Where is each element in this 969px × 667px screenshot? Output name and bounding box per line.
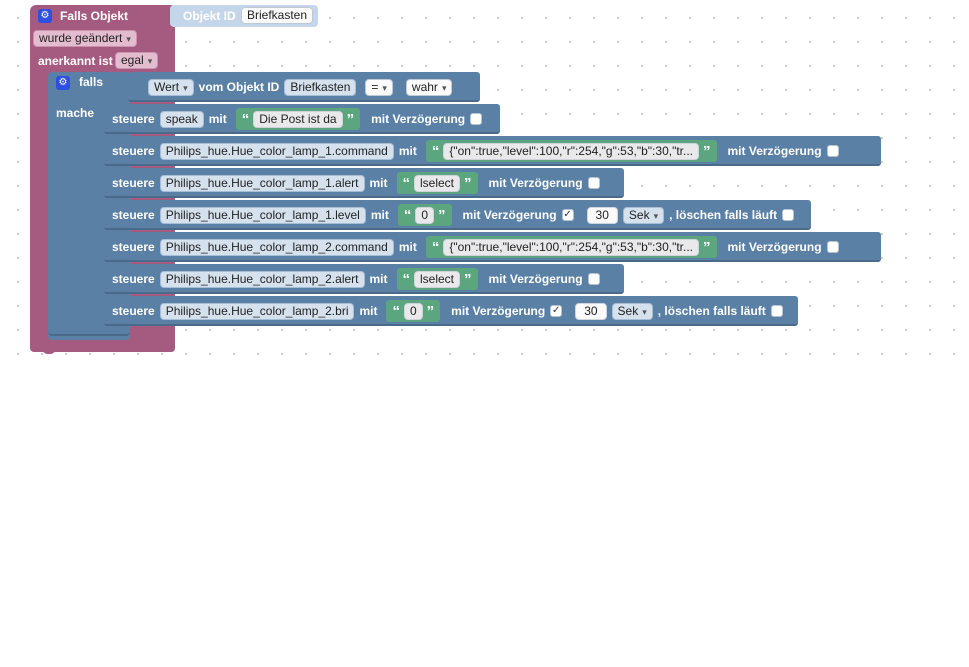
delay-checkbox[interactable] — [587, 177, 600, 189]
text-value-field[interactable]: lselect — [414, 174, 461, 192]
text-value-field[interactable]: {"on":true,"level":100,"r":254,"g":53,"b… — [443, 238, 700, 256]
text-value-block[interactable]: “ 0 ” — [397, 204, 452, 226]
text-value-block[interactable]: “ Die Post ist da ” — [235, 108, 361, 130]
text-value-field[interactable]: 0 — [415, 206, 435, 224]
close-quote-icon: ” — [346, 110, 355, 128]
open-quote-icon: “ — [431, 238, 440, 256]
mit-label: mit — [369, 176, 388, 190]
action-object-field[interactable]: speak — [159, 110, 204, 128]
trigger-title: Falls Objekt — [60, 9, 129, 23]
mit-label: mit — [398, 144, 417, 158]
mit-verzoegerung-label: mit Verzögerung — [727, 240, 822, 254]
open-quote-icon: “ — [402, 270, 411, 288]
mit-verzoegerung-label: mit Verzögerung — [727, 144, 822, 158]
steuere-label: steuere — [112, 272, 155, 286]
text-value-block[interactable]: “ lselect ” — [396, 172, 478, 194]
text-value-block[interactable]: “ 0 ” — [386, 300, 441, 322]
mit-label: mit — [398, 240, 417, 254]
delay-checkbox[interactable] — [470, 113, 483, 125]
close-quote-icon: ” — [703, 238, 711, 256]
text-value-field[interactable]: 0 — [403, 302, 423, 320]
close-quote-icon: ” — [464, 174, 472, 192]
steuere-label: steuere — [112, 144, 155, 158]
steuere-label: steuere — [112, 240, 155, 254]
action-object-field[interactable]: Philips_hue.Hue_color_lamp_1.alert — [159, 174, 365, 192]
clear-running-checkbox[interactable] — [770, 305, 783, 317]
mit-verzoegerung-label: mit Verzögerung — [488, 176, 583, 190]
action-object-field[interactable]: Philips_hue.Hue_color_lamp_2.bri — [159, 302, 355, 320]
text-value-block[interactable]: “ {"on":true,"level":100,"r":254,"g":53,… — [425, 140, 717, 162]
open-quote-icon: “ — [431, 142, 440, 160]
if-block-bottom — [48, 326, 130, 336]
open-quote-icon: “ — [402, 174, 411, 192]
close-quote-icon: ” — [703, 142, 711, 160]
vom-object-field[interactable]: Briefkasten — [284, 78, 357, 96]
trigger-block-notch — [42, 348, 56, 354]
open-quote-icon: “ — [403, 206, 412, 224]
trigger-block-bottom — [30, 340, 175, 352]
gear-icon[interactable]: ⚙ — [38, 9, 52, 23]
delay-checkbox[interactable] — [826, 241, 839, 253]
text-value-block[interactable]: “ lselect ” — [396, 268, 478, 290]
mit-verzoegerung-label: mit Verzögerung — [451, 304, 546, 318]
text-value-field[interactable]: {"on":true,"level":100,"r":254,"g":53,"b… — [443, 142, 700, 160]
delay-input[interactable]: 30 — [586, 206, 618, 224]
delay-input[interactable]: 30 — [575, 302, 607, 320]
mache-label: mache — [56, 106, 95, 120]
clear-running-checkbox[interactable] — [782, 209, 795, 221]
ack-dropdown[interactable]: egal — [115, 52, 159, 69]
action-object-field[interactable]: Philips_hue.Hue_color_lamp_2.command — [159, 238, 394, 256]
steuere-label: steuere — [112, 304, 155, 318]
close-quote-icon: ” — [464, 270, 472, 288]
delay-unit-dropdown[interactable]: Sek — [622, 206, 665, 224]
mit-label: mit — [208, 112, 227, 126]
delay-checkbox-checked[interactable]: ✓ — [561, 209, 574, 221]
steuere-label: steuere — [112, 208, 155, 222]
steuere-label: steuere — [112, 112, 155, 126]
close-quote-icon: ” — [438, 206, 446, 224]
object-id-field[interactable]: Briefkasten — [241, 7, 314, 24]
text-value-field[interactable]: Die Post ist da — [253, 110, 343, 128]
mit-label: mit — [370, 208, 389, 222]
delay-checkbox[interactable] — [826, 145, 839, 157]
ack-label: anerkannt ist — [38, 54, 113, 68]
mit-verzoegerung-label: mit Verzögerung — [462, 208, 557, 222]
changed-dropdown[interactable]: wurde geändert — [33, 30, 137, 47]
mit-label: mit — [369, 272, 388, 286]
delay-checkbox-checked[interactable]: ✓ — [550, 305, 563, 317]
falls-label: falls — [79, 75, 104, 89]
delay-unit-dropdown[interactable]: Sek — [611, 302, 653, 320]
open-quote-icon: “ — [392, 302, 400, 320]
vom-label: vom Objekt ID — [198, 80, 280, 94]
open-quote-icon: “ — [241, 110, 250, 128]
object-id-label: Objekt ID — [183, 9, 236, 23]
delay-checkbox[interactable] — [587, 273, 600, 285]
mit-label: mit — [359, 304, 378, 318]
loeschen-label: , löschen falls läuft — [669, 208, 778, 222]
action-object-field[interactable]: Philips_hue.Hue_color_lamp_2.alert — [159, 270, 365, 288]
loeschen-label: , löschen falls läuft — [657, 304, 766, 318]
mit-verzoegerung-label: mit Verzögerung — [371, 112, 466, 126]
operator-dropdown[interactable]: = — [365, 78, 393, 96]
text-value-block[interactable]: “ {"on":true,"level":100,"r":254,"g":53,… — [425, 236, 717, 258]
wert-dropdown[interactable]: Wert — [148, 78, 194, 96]
gear-icon[interactable]: ⚙ — [56, 76, 70, 90]
value-dropdown[interactable]: wahr — [405, 78, 453, 96]
mit-verzoegerung-label: mit Verzögerung — [488, 272, 583, 286]
close-quote-icon: ” — [426, 302, 435, 320]
text-value-field[interactable]: lselect — [414, 270, 461, 288]
steuere-label: steuere — [112, 176, 155, 190]
action-object-field[interactable]: Philips_hue.Hue_color_lamp_1.command — [159, 142, 394, 160]
action-object-field[interactable]: Philips_hue.Hue_color_lamp_1.level — [159, 206, 366, 224]
